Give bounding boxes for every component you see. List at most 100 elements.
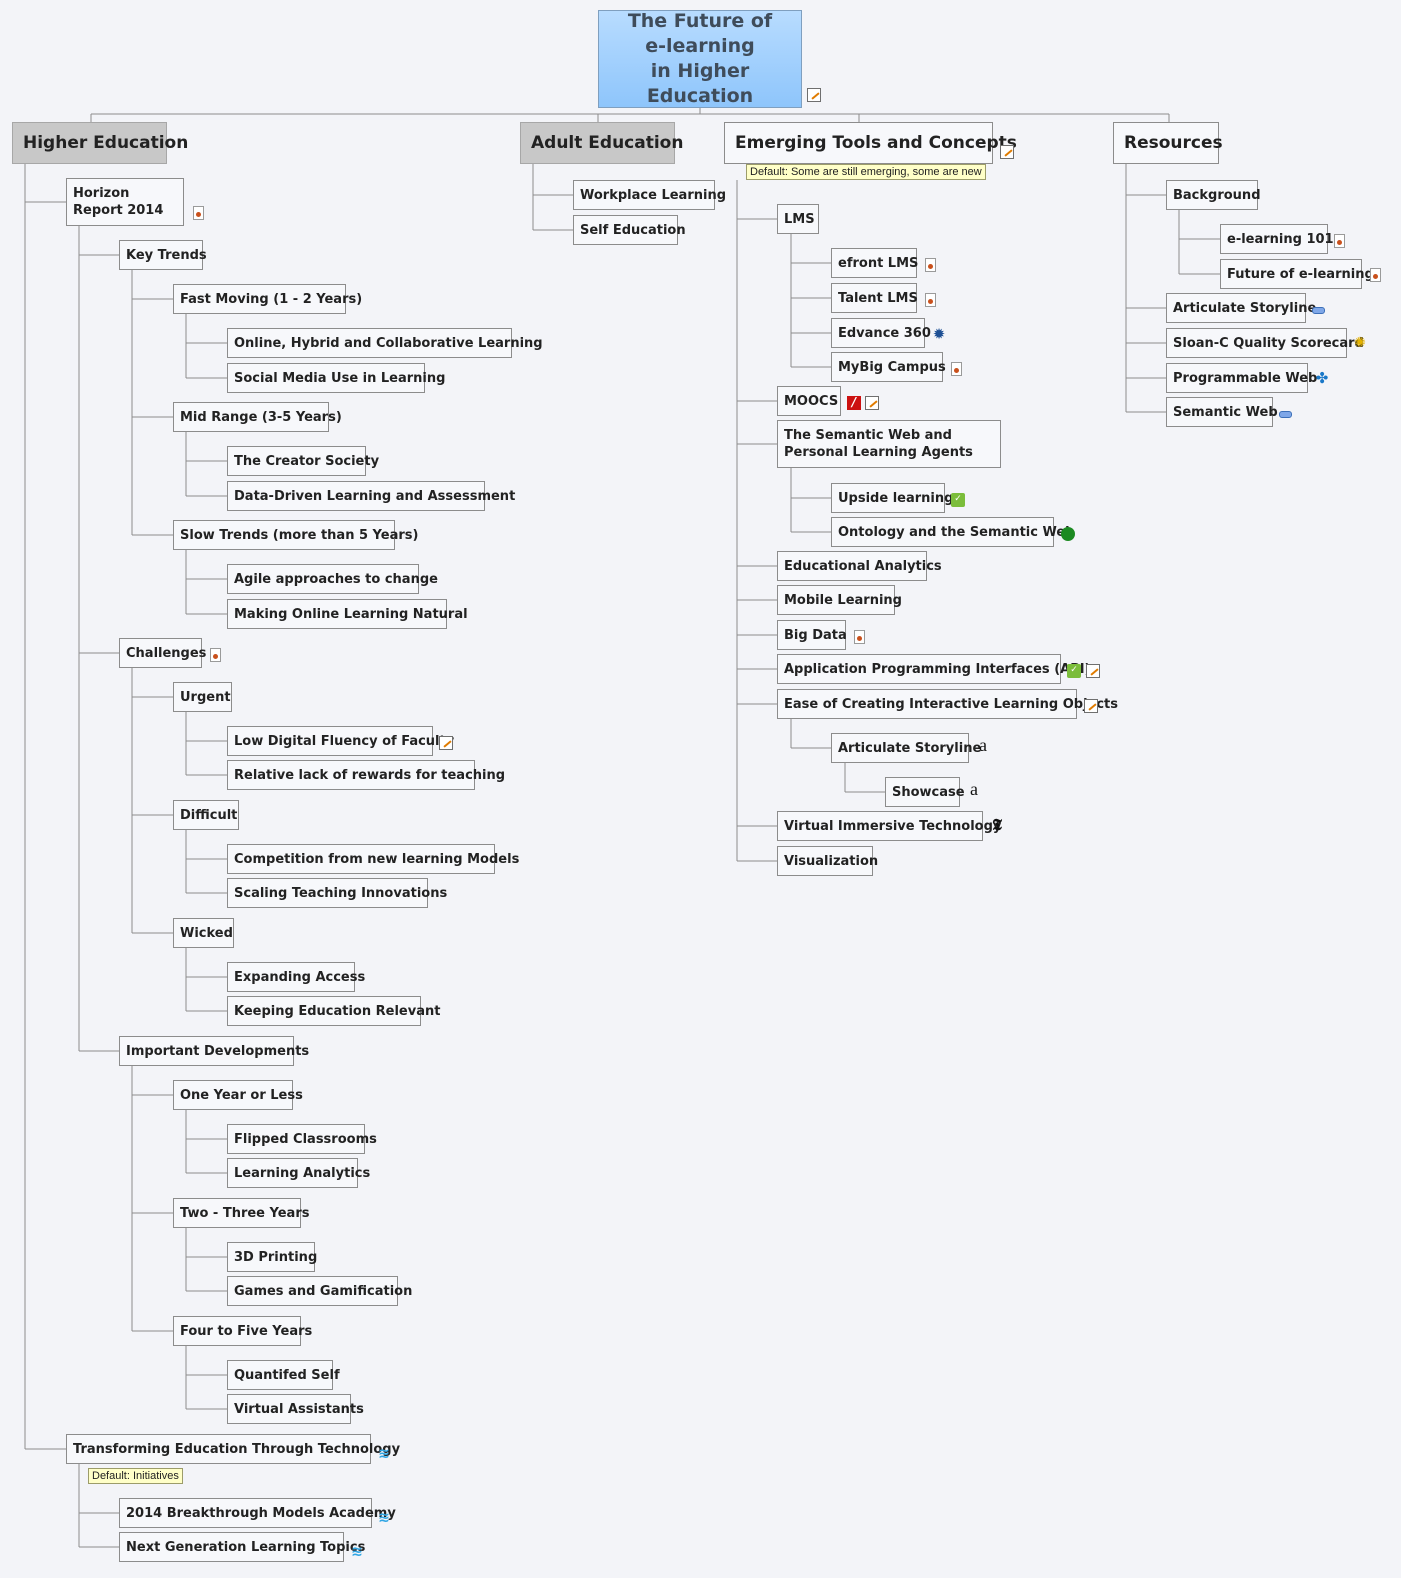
- note-icon[interactable]: [865, 396, 879, 410]
- topic-talent-lms[interactable]: Talent LMS: [831, 283, 918, 313]
- topic-adult-education[interactable]: Adult Education: [520, 122, 683, 164]
- topic-background[interactable]: Background: [1166, 180, 1261, 210]
- topic-creator-society[interactable]: The Creator Society: [227, 446, 379, 476]
- topic-educational-analytics[interactable]: Educational Analytics: [777, 551, 942, 581]
- nyt-icon[interactable]: 𝕿: [992, 817, 1002, 834]
- topic-resources[interactable]: Resources: [1113, 122, 1223, 164]
- link-icon[interactable]: [1312, 307, 1325, 314]
- topic-agile-approaches[interactable]: Agile approaches to change: [227, 564, 438, 594]
- database-icon[interactable]: ≋: [351, 1544, 363, 1560]
- status-dot-icon[interactable]: [1061, 527, 1075, 541]
- topic-api[interactable]: Application Programming Interfaces (API): [777, 654, 1091, 684]
- topic-important-developments[interactable]: Important Developments: [119, 1036, 309, 1066]
- topic-lack-of-rewards[interactable]: Relative lack of rewards for teaching: [227, 760, 505, 790]
- topic-articulate-storyline[interactable]: Articulate Storyline: [831, 733, 981, 763]
- attachment-icon[interactable]: [925, 258, 936, 272]
- topic-one-year-or-less[interactable]: One Year or Less: [173, 1080, 303, 1110]
- topic-data-driven-learning[interactable]: Data-Driven Learning and Assessment: [227, 481, 515, 511]
- sun-icon[interactable]: ✺: [1354, 335, 1366, 351]
- green-tag-icon[interactable]: ✓: [951, 493, 965, 507]
- topic-big-data[interactable]: Big Data: [777, 620, 847, 650]
- note-icon[interactable]: [1000, 145, 1014, 159]
- topic-difficult[interactable]: Difficult: [173, 800, 239, 830]
- topic-two-three-years[interactable]: Two - Three Years: [173, 1198, 309, 1228]
- topic-key-trends[interactable]: Key Trends: [119, 240, 207, 270]
- label-default-emerging: Default: Some are still emerging, some a…: [746, 164, 986, 180]
- green-tag-icon[interactable]: ✓: [1067, 664, 1081, 678]
- topic-four-to-five-years[interactable]: Four to Five Years: [173, 1316, 312, 1346]
- attachment-icon[interactable]: [854, 630, 865, 644]
- topic-online-hybrid-learning[interactable]: Online, Hybrid and Collaborative Learnin…: [227, 328, 543, 358]
- attachment-icon[interactable]: [951, 362, 962, 376]
- central-topic[interactable]: The Future of e-learning in Higher Educa…: [598, 10, 802, 108]
- gear-icon[interactable]: ✹: [932, 325, 946, 343]
- pdf-icon[interactable]: /: [847, 396, 861, 410]
- topic-self-education[interactable]: Self Education: [573, 215, 686, 245]
- topic-semantic-web[interactable]: Semantic Web: [1166, 397, 1278, 427]
- topic-challenges[interactable]: Challenges: [119, 638, 206, 668]
- topic-efront-lms[interactable]: efront LMS: [831, 248, 918, 278]
- topic-visualization[interactable]: Visualization: [777, 846, 878, 876]
- topic-slow-trends[interactable]: Slow Trends (more than 5 Years): [173, 520, 418, 550]
- articulate-icon[interactable]: a: [970, 779, 978, 799]
- topic-ease-interactive-objects[interactable]: Ease of Creating Interactive Learning Ob…: [777, 689, 1118, 719]
- topic-transforming-education[interactable]: Transforming Education Through Technolog…: [66, 1434, 400, 1464]
- topic-wicked[interactable]: Wicked: [173, 918, 234, 948]
- topic-future-of-elearning[interactable]: Future of e-learning: [1220, 259, 1374, 289]
- topic-social-media-learning[interactable]: Social Media Use in Learning: [227, 363, 445, 393]
- topic-higher-education[interactable]: Higher Education: [12, 122, 188, 164]
- note-icon[interactable]: [439, 736, 453, 750]
- topic-edvance-360[interactable]: Edvance 360: [831, 318, 931, 348]
- topic-programmable-web[interactable]: Programmable Web: [1166, 363, 1317, 393]
- topic-flipped-classrooms[interactable]: Flipped Classrooms: [227, 1124, 377, 1154]
- topic-games-gamification[interactable]: Games and Gamification: [227, 1276, 412, 1306]
- attachment-icon[interactable]: [1334, 234, 1345, 248]
- note-icon[interactable]: [807, 88, 821, 102]
- database-icon[interactable]: ≋: [378, 1446, 390, 1462]
- topic-3d-printing[interactable]: 3D Printing: [227, 1242, 317, 1272]
- topic-resource-articulate[interactable]: Articulate Storyline: [1166, 293, 1316, 323]
- topic-upside-learning[interactable]: Upside learning: [831, 483, 953, 513]
- topic-moocs[interactable]: MOOCS: [777, 386, 841, 416]
- central-topic-line-1: The Future of: [627, 10, 773, 32]
- topic-urgent[interactable]: Urgent: [173, 682, 232, 712]
- topic-sloan-c-scorecard[interactable]: Sloan-C Quality Scorecard: [1166, 328, 1364, 358]
- topic-mid-range[interactable]: Mid Range (3-5 Years): [173, 402, 342, 432]
- central-topic-line-3: in Higher Education: [646, 60, 754, 107]
- topic-learning-analytics[interactable]: Learning Analytics: [227, 1158, 370, 1188]
- topic-mobile-learning[interactable]: Mobile Learning: [777, 585, 902, 615]
- database-icon[interactable]: ≋: [378, 1510, 390, 1526]
- topic-quantified-self[interactable]: Quantifed Self: [227, 1360, 340, 1390]
- attachment-icon[interactable]: [1370, 268, 1381, 282]
- topic-next-generation-learning[interactable]: Next Generation Learning Topics: [119, 1532, 365, 1562]
- topic-ontology-semantic-web[interactable]: Ontology and the Semantic Web: [831, 517, 1074, 547]
- attachment-icon[interactable]: [193, 206, 204, 220]
- topic-competition-new-models[interactable]: Competition from new learning Models: [227, 844, 519, 874]
- topic-horizon-report[interactable]: Horizon Report 2014: [66, 178, 184, 226]
- attachment-icon[interactable]: [210, 648, 221, 662]
- topic-semantic-web-agents[interactable]: The Semantic Web and Personal Learning A…: [777, 420, 1001, 468]
- topic-emerging-tools[interactable]: Emerging Tools and Concepts: [724, 122, 1017, 164]
- topic-mybig-campus[interactable]: MyBig Campus: [831, 352, 946, 382]
- puzzle-icon[interactable]: ✤: [1315, 369, 1329, 387]
- topic-elearning-101[interactable]: e-learning 101: [1220, 224, 1334, 254]
- link-icon[interactable]: [1279, 411, 1292, 418]
- topic-workplace-learning[interactable]: Workplace Learning: [573, 180, 726, 210]
- topic-online-learning-natural[interactable]: Making Online Learning Natural: [227, 599, 468, 629]
- topic-keeping-education-relevant[interactable]: Keeping Education Relevant: [227, 996, 440, 1026]
- topic-showcase[interactable]: Showcase: [885, 777, 965, 807]
- attachment-icon[interactable]: [925, 293, 936, 307]
- topic-lms[interactable]: LMS: [777, 204, 819, 234]
- note-icon[interactable]: [1084, 699, 1098, 713]
- topic-fast-moving[interactable]: Fast Moving (1 - 2 Years): [173, 284, 362, 314]
- note-icon[interactable]: [1086, 664, 1100, 678]
- topic-breakthrough-models[interactable]: 2014 Breakthrough Models Academy: [119, 1498, 396, 1528]
- topic-expanding-access[interactable]: Expanding Access: [227, 962, 365, 992]
- label-initiatives: Default: Initiatives: [88, 1468, 183, 1484]
- topic-virtual-immersive[interactable]: Virtual Immersive Technology: [777, 811, 1001, 841]
- topic-virtual-assistants[interactable]: Virtual Assistants: [227, 1394, 364, 1424]
- topic-scaling-teaching[interactable]: Scaling Teaching Innovations: [227, 878, 447, 908]
- topic-low-digital-fluency[interactable]: Low Digital Fluency of Faculty: [227, 726, 454, 756]
- articulate-icon[interactable]: a: [979, 735, 987, 755]
